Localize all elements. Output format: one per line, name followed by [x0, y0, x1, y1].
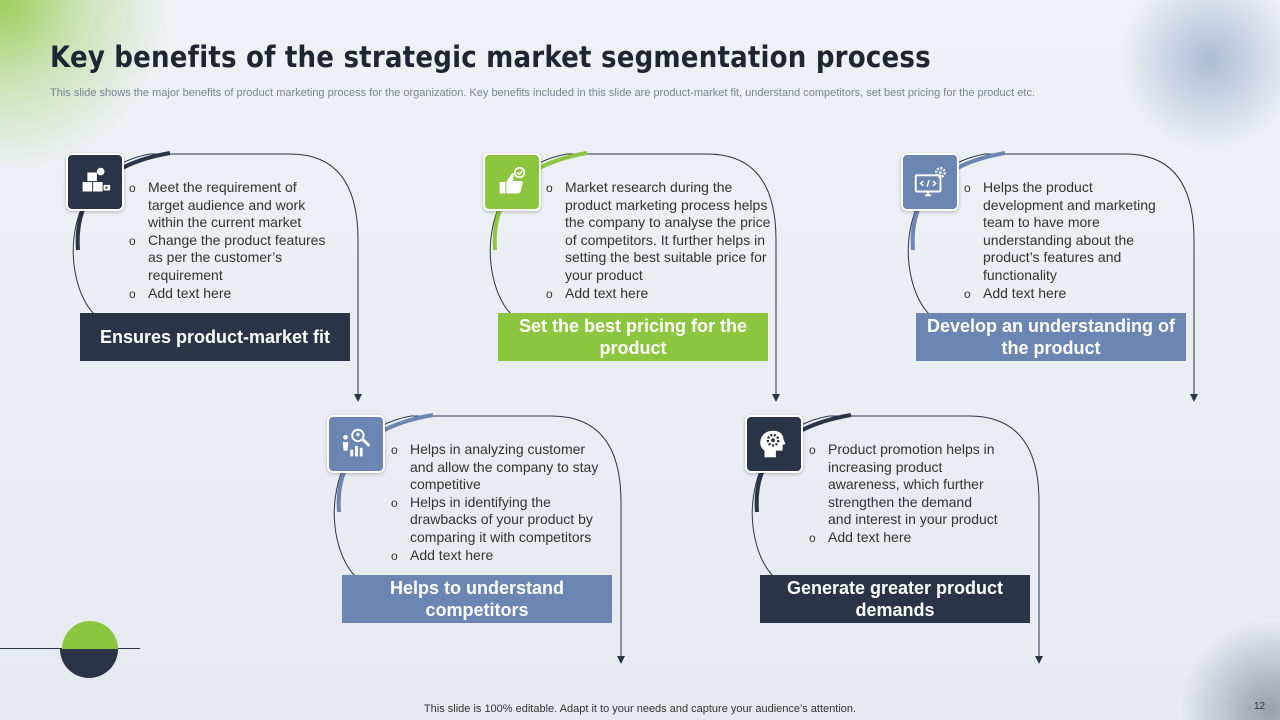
- list-item: Change the product features as per the c…: [129, 232, 329, 285]
- list-item: Meet the requirement of target audience …: [129, 179, 329, 232]
- card-3-label: Develop an understanding of the product: [916, 313, 1186, 361]
- card-2-points: Market research during the product marke…: [546, 179, 771, 303]
- card-5-label: Generate greater product demands: [760, 575, 1030, 623]
- card-3-points: Helps the product development and market…: [964, 179, 1159, 303]
- list-item: Product promotion helps in increasing pr…: [809, 441, 999, 529]
- card-4-points: Helps in analyzing customer and allow th…: [391, 441, 611, 565]
- list-item: Add text here: [964, 285, 1159, 303]
- code-monitor-gear-icon: [901, 153, 959, 211]
- slide-title: Key benefits of the strategic market seg…: [50, 40, 931, 74]
- list-item: Add text here: [129, 285, 329, 303]
- list-item: Helps the product development and market…: [964, 179, 1159, 285]
- card-1-label: Ensures product-market fit: [80, 313, 350, 361]
- list-item: Add text here: [391, 547, 611, 565]
- thumbs-up-icon: [483, 153, 541, 211]
- list-item: Add text here: [546, 285, 771, 303]
- slide-subtitle: This slide shows the major benefits of p…: [50, 87, 1035, 99]
- list-item: Helps in identifying the drawbacks of yo…: [391, 494, 611, 547]
- card-1-points: Meet the requirement of target audience …: [129, 179, 329, 303]
- page-number: 12: [1254, 701, 1266, 712]
- slide-footer: This slide is 100% editable. Adapt it to…: [423, 703, 857, 715]
- card-4-label: Helps to understand competitors: [342, 575, 612, 623]
- card-5-points: Product promotion helps in increasing pr…: [809, 441, 999, 547]
- list-item: Helps in analyzing customer and allow th…: [391, 441, 611, 494]
- list-item: Market research during the product marke…: [546, 179, 771, 285]
- head-gear-idea-icon: [745, 415, 803, 473]
- products-box-icon: [66, 153, 124, 211]
- card-2-label: Set the best pricing for the product: [498, 313, 768, 361]
- list-item: Add text here: [809, 529, 999, 547]
- analysis-magnifier-icon: [327, 415, 385, 473]
